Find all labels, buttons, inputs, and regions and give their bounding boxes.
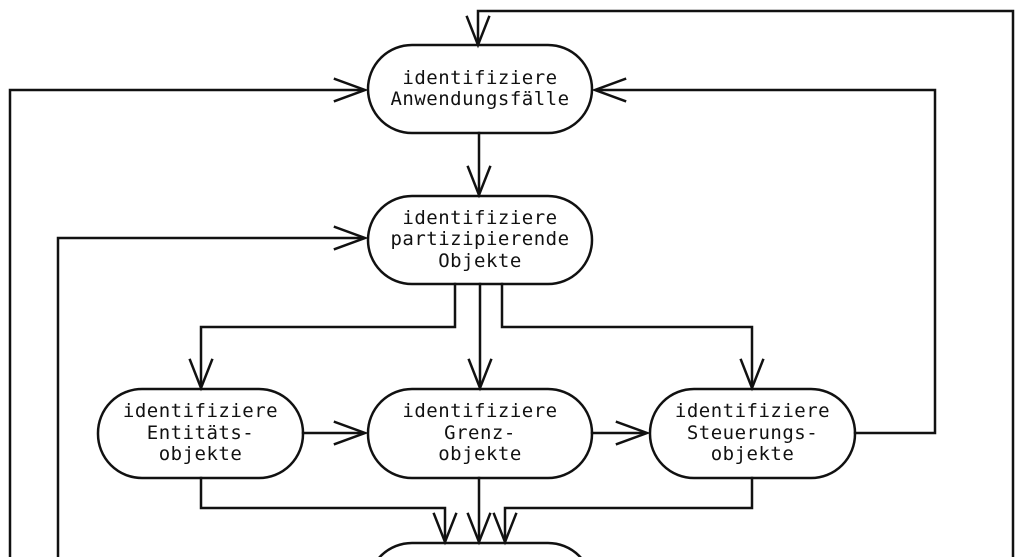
- edge-partizipierende-to-entitaets: [199, 282, 457, 389]
- node-identifiziere-steuerungsobjekte: [648, 387, 857, 480]
- arrowhead-into-partizipierende-left: [333, 225, 369, 251]
- arrowhead-into-grenz-left: [333, 420, 369, 446]
- node-identifiziere-partizipierende-objekte: [366, 194, 594, 286]
- arrowhead-into-grenz-top: [467, 358, 493, 392]
- node-bottom-partial: [378, 541, 582, 557]
- arrowhead-into-steuerungs-top: [739, 358, 765, 392]
- edge-loop-left-outer: [8, 88, 365, 557]
- arrowhead-into-anwendungsfaelle-left: [333, 77, 369, 103]
- arrowhead-into-bottom-right: [492, 512, 518, 546]
- node-identifiziere-grenzobjekte: [366, 387, 594, 480]
- arrowhead-into-anwendungsfaelle-top: [465, 15, 491, 49]
- arrowhead-into-partizipierende-top: [466, 165, 492, 199]
- edge-entitaets-to-bottom: [199, 476, 447, 543]
- edge-steuerungs-to-anwendungsfaelle: [595, 88, 937, 435]
- edge-loop-left-inner: [56, 236, 365, 557]
- edge-steuerungs-to-bottom: [503, 476, 754, 543]
- arrowhead-into-steuerungs-left: [615, 420, 651, 446]
- node-identifiziere-entitaetsobjekte: [96, 387, 305, 480]
- node-identifiziere-anwendungsfaelle: [366, 43, 594, 135]
- arrowhead-into-bottom-left: [432, 512, 458, 546]
- edge-partizipierende-to-steuerungs: [500, 282, 754, 389]
- arrowhead-into-bottom-center: [466, 512, 492, 546]
- arrowhead-into-entitaets-top: [188, 358, 214, 392]
- edge-loop-right-outer: [476, 9, 1015, 557]
- arrowhead-into-anwendungsfaelle-right: [591, 77, 627, 103]
